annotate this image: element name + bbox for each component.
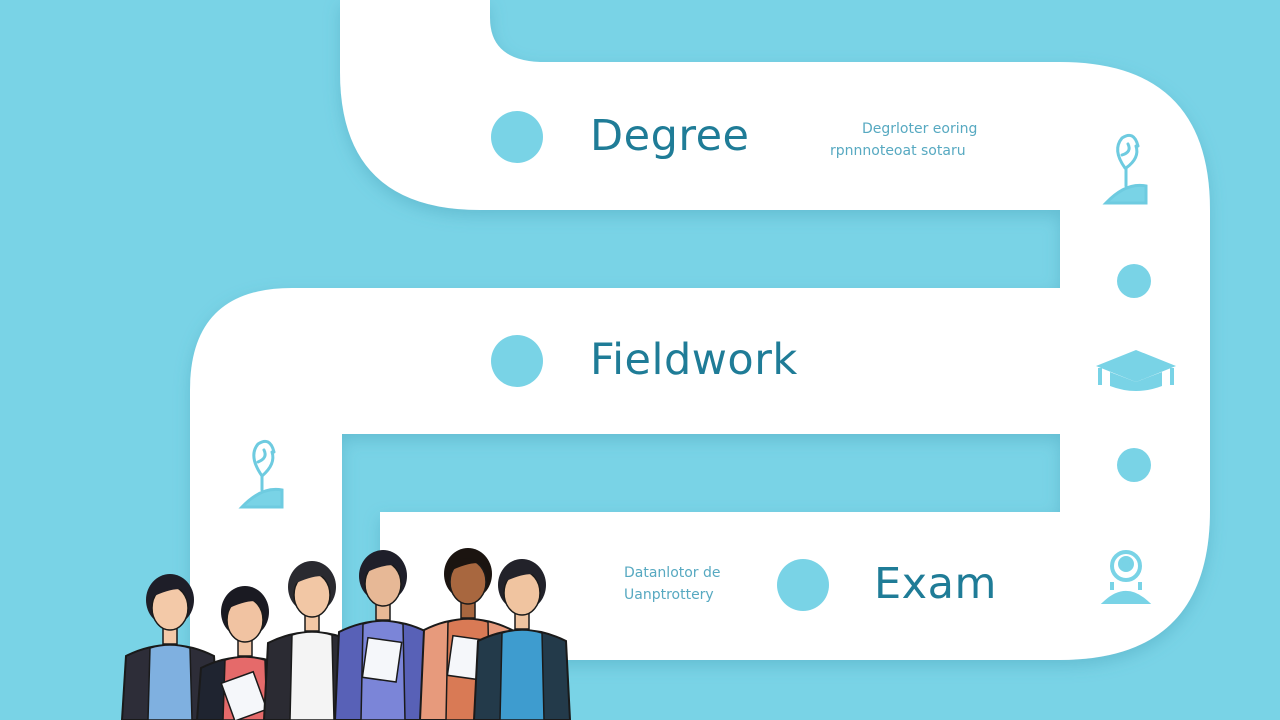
stage-note-degree-2: rpnnnoteoat sotaru (830, 143, 966, 159)
student-figure (333, 550, 433, 720)
stage-note-degree-1: Degrloter eoring (862, 121, 978, 137)
winding-road (190, 0, 1210, 720)
graduation-cap-icon (1096, 350, 1176, 391)
stage-note-exam-1: Datanlotor de (624, 565, 721, 581)
stage-dot-degree (491, 111, 543, 163)
student-figure (472, 559, 572, 720)
plant-pot-icon (1102, 133, 1148, 205)
student-figure (120, 574, 220, 720)
stage-label-degree: Degree (590, 111, 750, 161)
student-figure (262, 561, 362, 720)
stage-dot-fieldwork (491, 335, 543, 387)
plant-pot-icon (238, 439, 284, 509)
students-illustration (120, 548, 572, 720)
connector-dot (1117, 448, 1151, 482)
stage-label-exam: Exam (874, 559, 997, 609)
person-badge-icon (1100, 550, 1152, 604)
stage-label-fieldwork: Fieldwork (590, 335, 798, 385)
stage-dot-exam (777, 559, 829, 611)
stage-note-exam-2: Uanptrottery (624, 587, 714, 603)
connector-dot (1117, 264, 1151, 298)
